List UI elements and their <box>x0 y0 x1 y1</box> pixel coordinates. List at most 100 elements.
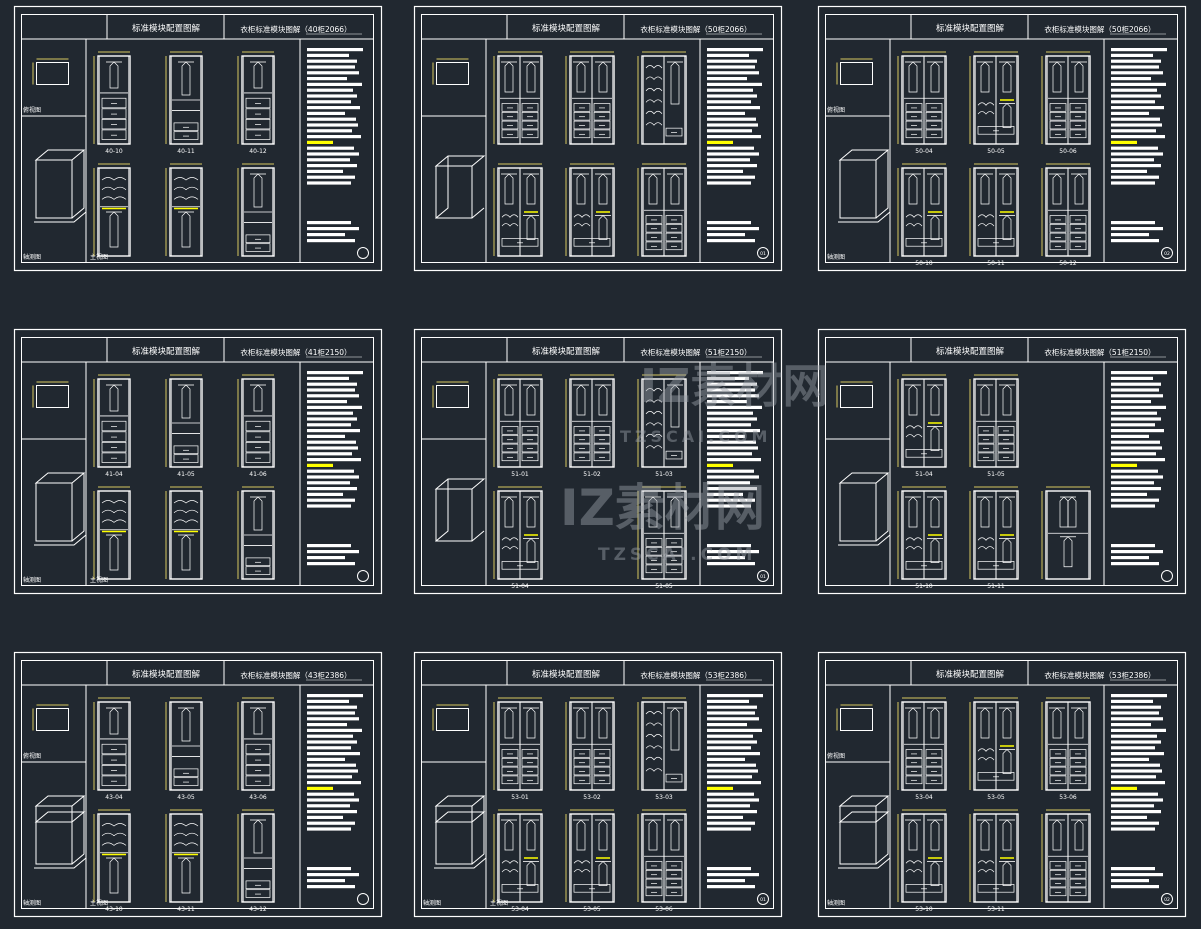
garment-icon <box>598 215 608 240</box>
drawer <box>997 443 1015 453</box>
note-text-bar <box>1111 728 1166 732</box>
folded-clothes-icon <box>645 734 663 738</box>
note-text-bar <box>707 752 760 756</box>
drawer <box>665 861 683 870</box>
folded-clothes-icon <box>645 745 663 749</box>
drawer <box>645 887 663 897</box>
drawer <box>665 241 683 251</box>
drawer <box>665 215 683 224</box>
drawer <box>245 108 271 119</box>
drawer <box>573 884 611 893</box>
note-text-bar <box>707 498 755 502</box>
page-number: 01 <box>760 574 766 580</box>
note-text-bar <box>307 798 359 802</box>
cabinet-outline <box>169 378 203 468</box>
folded-clothes-icon <box>173 519 199 523</box>
garment-icon <box>1002 496 1012 528</box>
sheet-border <box>817 651 1187 918</box>
wardrobe-module: 53-01 <box>493 697 543 801</box>
note-text-bar <box>307 417 357 421</box>
sheet-subtitle: 衣柜标准模块图解（40柜2066） <box>240 24 351 34</box>
notes-block <box>1111 694 1167 889</box>
drawer <box>593 749 611 758</box>
note-text-bar <box>307 792 354 796</box>
folded-clothes-icon <box>645 122 663 126</box>
note-text-bar <box>707 100 751 104</box>
note-text-bar <box>707 164 757 168</box>
note-text-bar <box>707 411 753 415</box>
axon-edge <box>34 811 86 823</box>
note-text-bar <box>307 723 347 727</box>
note-text-bar <box>707 123 758 127</box>
top-view-label: 俯视图 <box>23 106 41 114</box>
garment-icon <box>526 496 536 528</box>
note-text-bar <box>707 873 759 877</box>
sheet-title: 标准模块配置图解 <box>532 23 601 34</box>
sheet-frame <box>825 660 1178 909</box>
module-label: 43-05 <box>177 794 195 801</box>
wardrobe-module: 43-11 <box>165 809 203 913</box>
axon-edge <box>71 796 85 865</box>
garment-icon <box>598 173 608 205</box>
module-label: 50-11 <box>987 260 1005 267</box>
drawer <box>645 215 663 224</box>
note-text-bar <box>1111 117 1160 121</box>
sheet-title: 标准模块配置图解 <box>132 23 201 34</box>
folded-clothes-icon <box>501 860 519 864</box>
watermark: IZ素材网 TZSCAI.COM IZ素材网 TZSCAI.COM <box>560 359 828 565</box>
sheet-frame <box>21 337 374 586</box>
module-label: 43-11 <box>177 906 195 913</box>
drawer <box>501 426 519 435</box>
note-text-bar <box>1111 423 1155 427</box>
highlight-note-bar <box>707 140 733 144</box>
note-text-bar <box>307 394 359 398</box>
note-text-bar <box>307 181 351 185</box>
watermark-domain-top: TZSCAI.COM <box>620 427 771 446</box>
note-text-bar <box>707 417 757 421</box>
note-text-bar <box>1111 48 1167 52</box>
wardrobe-module: 50-12 <box>1041 163 1091 267</box>
folded-clothes-icon <box>905 223 923 227</box>
note-text-bar <box>1111 152 1163 156</box>
drawer <box>1069 120 1087 130</box>
note-text-bar <box>1111 123 1162 127</box>
note-text-bar <box>707 59 757 63</box>
drawer <box>905 775 923 785</box>
note-text-bar <box>707 487 757 491</box>
note-text-bar <box>707 77 747 81</box>
garment-icon <box>648 819 658 851</box>
folded-clothes-icon <box>645 711 663 715</box>
note-text-bar <box>707 446 758 450</box>
drawer <box>925 103 943 112</box>
note-text-bar <box>307 469 354 473</box>
garment-icon <box>980 707 990 739</box>
note-text-bar <box>1111 158 1154 162</box>
module-label: 50-04 <box>915 148 933 155</box>
notes-block <box>1111 48 1167 243</box>
top-view-label: 俯视图 <box>827 752 845 760</box>
note-text-bar <box>1111 705 1161 709</box>
drawer <box>665 564 683 574</box>
note-text-bar <box>707 757 745 761</box>
drawer <box>245 765 271 776</box>
folded-clothes-icon <box>645 65 663 69</box>
note-text-bar <box>307 446 358 450</box>
garment-icon <box>526 384 536 416</box>
wardrobe-module: 50-05 <box>969 51 1019 155</box>
axonometric-view <box>838 795 891 869</box>
garment-icon <box>526 819 536 851</box>
drawer <box>665 223 683 233</box>
drawer <box>573 749 591 758</box>
sheet-border <box>13 651 383 918</box>
note-text-bar <box>1111 388 1159 392</box>
folded-clothes-icon <box>977 537 995 541</box>
drawer <box>1049 215 1067 224</box>
folded-clothes-icon <box>173 842 199 846</box>
folded-clothes-icon <box>101 519 127 523</box>
note-text-bar <box>707 711 755 715</box>
note-text-bar <box>707 94 757 98</box>
wardrobe-module <box>165 163 203 257</box>
garment-icon <box>1002 861 1012 886</box>
sheet-subtitle: 衣柜标准模块图解（41柜2150） <box>240 347 351 357</box>
